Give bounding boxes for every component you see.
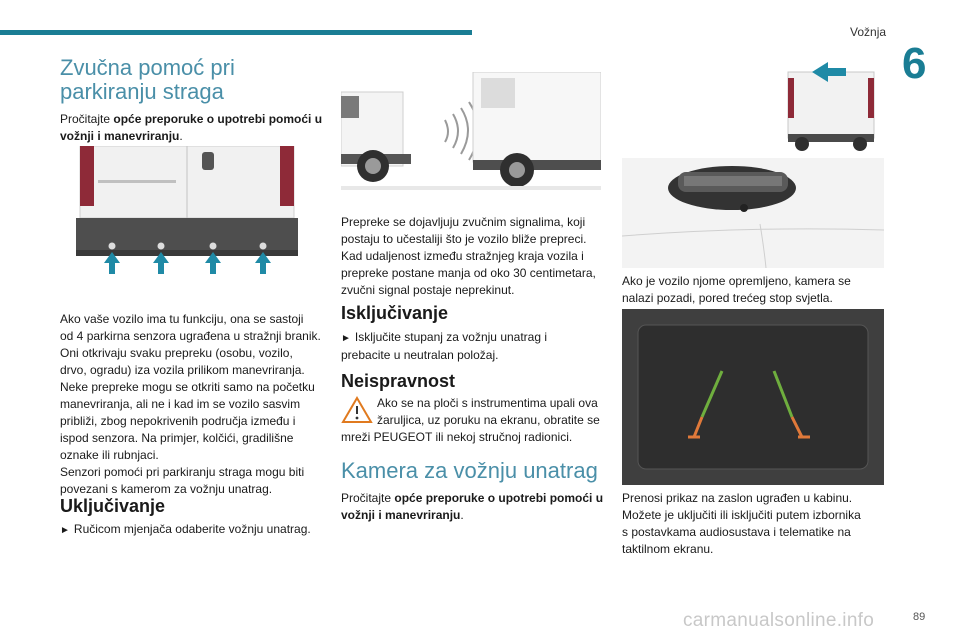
- malfunction-heading: Neispravnost: [341, 371, 456, 391]
- rear-parking-title-line2: parkiranju straga: [60, 79, 224, 105]
- rear-parking-title-line1: Zvučna pomoć pri: [60, 55, 235, 80]
- rear-parking-title: Zvučna pomoć pri parkiranju straga: [60, 55, 324, 105]
- section-label: Vožnja: [850, 25, 887, 39]
- bullet-arrow-icon: ►: [341, 333, 351, 344]
- obstacle-signal-text: Prepreke se dojavljuju zvučnim signalima…: [341, 215, 596, 297]
- activation-text: ►Ručicom mjenjača odaberite vožnju unatr…: [60, 522, 311, 536]
- page-number: 89: [913, 611, 926, 623]
- header-accent-bar: [0, 30, 472, 35]
- activation-heading: Uključivanje: [60, 496, 166, 516]
- deactivation-text: ►Isključite stupanj za vožnju unatrag i …: [341, 330, 548, 362]
- van-obstacle-illustration: [341, 72, 601, 190]
- chapter-number: 6: [902, 39, 927, 88]
- rear-parking-description: Ako vaše vozilo ima tu funkciju, ona se …: [60, 312, 321, 496]
- malfunction-notice: Ako se na ploči s instrumentima upali ov…: [341, 396, 600, 444]
- bullet-arrow-icon: ►: [60, 525, 70, 536]
- rear-parking-intro: Pročitajte opće preporuke o upotrebi pom…: [60, 112, 323, 143]
- camera-location-text: Ako je vozilo njome opremljeno, kamera s…: [622, 274, 851, 305]
- camera-display-text: Prenosi prikaz na zaslon ugrađen u kabin…: [622, 491, 861, 556]
- rear-bumper-sensors-illustration: [76, 146, 298, 278]
- camera-intro: Pročitajte opće preporuke o upotrebi pom…: [341, 491, 604, 522]
- general-recommendations-link: opće preporuke o upotrebi pomoći u vožnj…: [60, 112, 323, 143]
- camera-display-screen: [622, 309, 884, 485]
- reversing-camera-heading: Kamera za vožnju unatrag: [341, 458, 598, 483]
- camera-location-illustration: [622, 58, 884, 268]
- watermark: carmanualsonline.info: [683, 610, 875, 631]
- general-recommendations-link: opće preporuke o upotrebi pomoći u vožnj…: [341, 491, 604, 522]
- warning-triangle-icon: [341, 396, 373, 423]
- deactivation-heading: Isključivanje: [341, 303, 449, 323]
